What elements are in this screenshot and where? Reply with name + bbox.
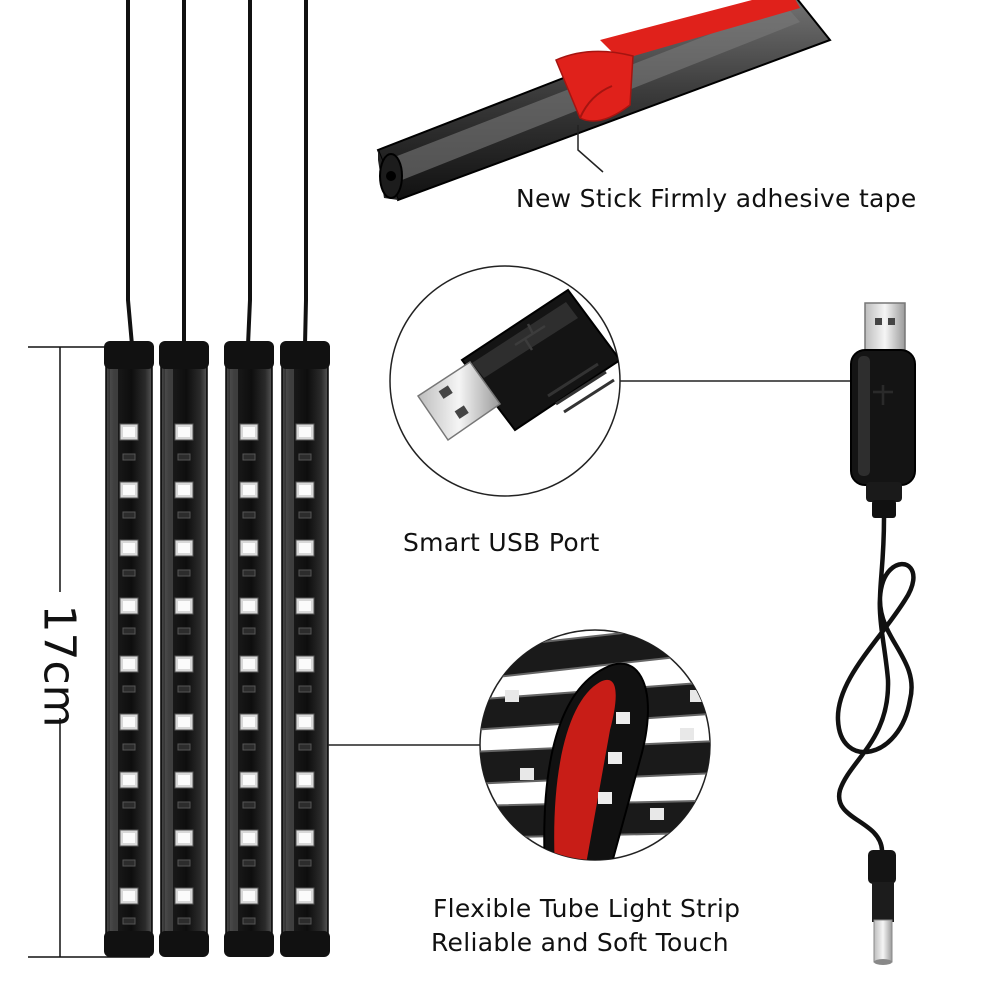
resistor-mark [242,743,256,751]
led-chip [295,423,315,441]
resistor-mark [122,685,136,693]
resistor-mark [298,511,312,519]
led-chip [239,713,259,731]
led-chip [174,829,194,847]
led-chip [119,481,139,499]
led-chip [239,597,259,615]
resistor-mark [177,743,191,751]
led-chip [174,655,194,673]
led-chip [239,655,259,673]
led-chip [119,771,139,789]
led-chip [174,771,194,789]
dc-barrel-plug-icon [868,850,896,965]
usb-cable [835,302,916,965]
led-chip [239,771,259,789]
usb-trident-icon [514,323,546,351]
resistor-mark [298,859,312,867]
strip-wires [126,0,308,346]
resistor-mark [242,801,256,809]
led-chip [295,887,315,905]
resistor-mark [177,627,191,635]
resistor-mark [122,801,136,809]
flex-callout [328,629,711,861]
flex-strip-label-line1: Flexible Tube Light Strip [433,894,741,923]
usb-plug-icon [864,302,906,354]
resistor-mark [177,801,191,809]
led-chip [295,597,315,615]
led-chip [119,597,139,615]
adhesive-tape-label: New Stick Firmly adhesive tape [516,184,917,213]
flex-strip-label-line2: Reliable and Soft Touch [431,928,729,957]
led-chip [239,539,259,557]
dimension-line [28,346,150,958]
led-chip [239,829,259,847]
led-chip [119,829,139,847]
resistor-mark [298,917,312,925]
resistor-mark [122,917,136,925]
resistor-mark [177,917,191,925]
resistor-mark [122,627,136,635]
resistor-mark [177,569,191,577]
resistor-mark [242,569,256,577]
led-chip [174,481,194,499]
resistor-mark [298,743,312,751]
led-chip [119,887,139,905]
led-chip [174,597,194,615]
resistor-mark [298,801,312,809]
led-chip [295,655,315,673]
resistor-mark [177,511,191,519]
led-chip [295,713,315,731]
adhesive-stick [376,0,832,202]
resistor-mark [242,627,256,635]
usb-callout [389,265,860,497]
led-chip [174,713,194,731]
resistor-mark [298,685,312,693]
resistor-mark [177,685,191,693]
resistor-mark [122,743,136,751]
led-chip [174,887,194,905]
resistor-mark [242,859,256,867]
led-chip [239,423,259,441]
led-chip [174,423,194,441]
led-chip [295,539,315,557]
led-chip [119,713,139,731]
resistor-mark [242,685,256,693]
usb-port-label: Smart USB Port [403,528,600,557]
length-dimension-label: 17cm [33,604,85,728]
resistor-mark [122,569,136,577]
resistor-mark [122,511,136,519]
resistor-mark [298,627,312,635]
led-chip [119,655,139,673]
led-chip [295,771,315,789]
resistor-mark [122,453,136,461]
resistor-mark [177,453,191,461]
resistor-mark [177,859,191,867]
resistor-mark [122,859,136,867]
led-chips [119,423,315,925]
led-chip [174,539,194,557]
resistor-mark [242,917,256,925]
led-chip [295,829,315,847]
led-chip [119,539,139,557]
led-chip [239,481,259,499]
resistor-mark [242,511,256,519]
led-chip [119,423,139,441]
resistor-mark [298,569,312,577]
led-chip [239,887,259,905]
resistor-mark [242,453,256,461]
resistor-mark [298,453,312,461]
led-chip [295,481,315,499]
